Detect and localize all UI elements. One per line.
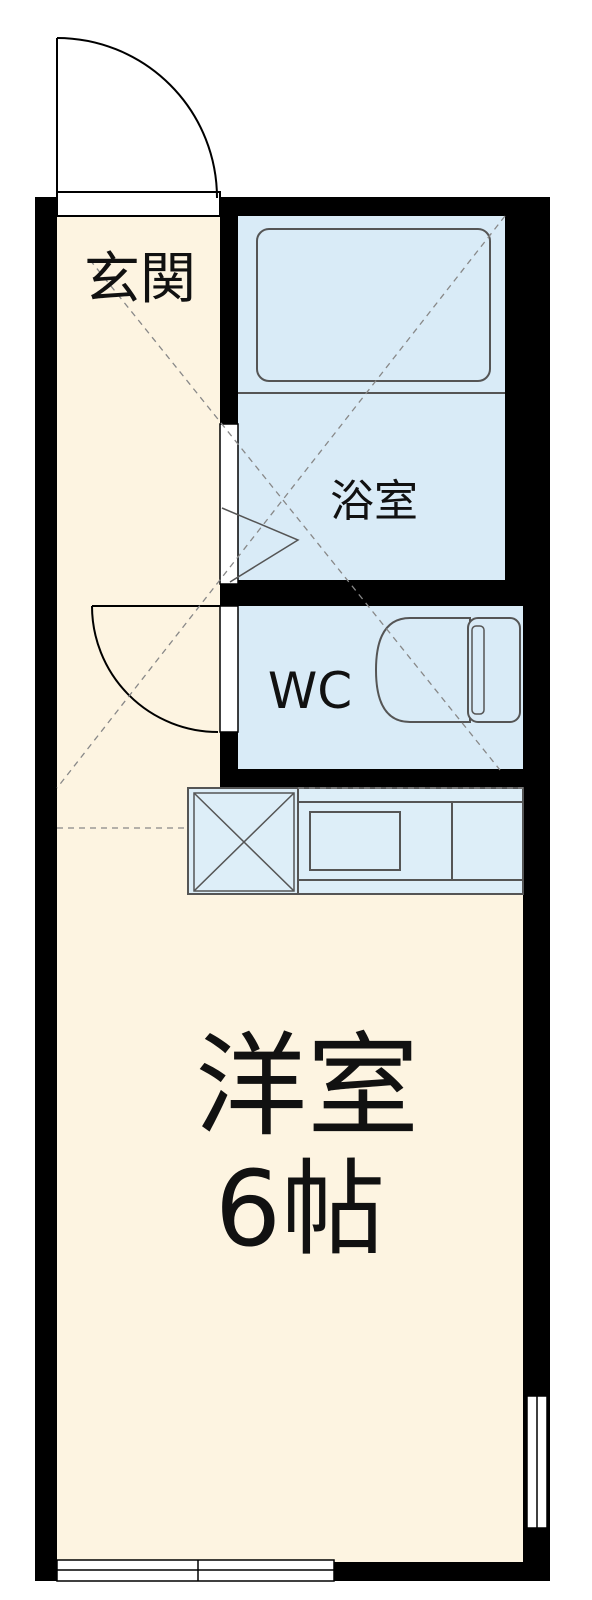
bathtub bbox=[256, 228, 491, 382]
dashed-lines bbox=[56, 215, 523, 829]
door-swing bbox=[56, 37, 218, 199]
wc-door-opening bbox=[219, 605, 239, 733]
corridor-floor bbox=[57, 328, 220, 788]
western-room-size: 6帖 bbox=[215, 1148, 385, 1270]
western-room-floor bbox=[57, 788, 523, 1562]
kitchen-sink bbox=[309, 811, 401, 871]
bathroom-door-swing bbox=[221, 507, 300, 583]
bathroom-door-opening bbox=[219, 423, 239, 585]
entrance-label: 玄関 bbox=[84, 247, 196, 312]
bath-label: 浴室 bbox=[330, 476, 418, 527]
fridge-cross-2 bbox=[193, 792, 295, 892]
door-frame bbox=[56, 191, 221, 217]
toilet-tank-lid bbox=[471, 625, 485, 715]
western-room-label: 洋室 bbox=[195, 1022, 419, 1152]
toilet-bowl bbox=[374, 617, 471, 723]
wc-door-swing bbox=[91, 605, 219, 733]
toilet-label: WC bbox=[268, 662, 352, 720]
entrance-floor bbox=[57, 215, 220, 328]
